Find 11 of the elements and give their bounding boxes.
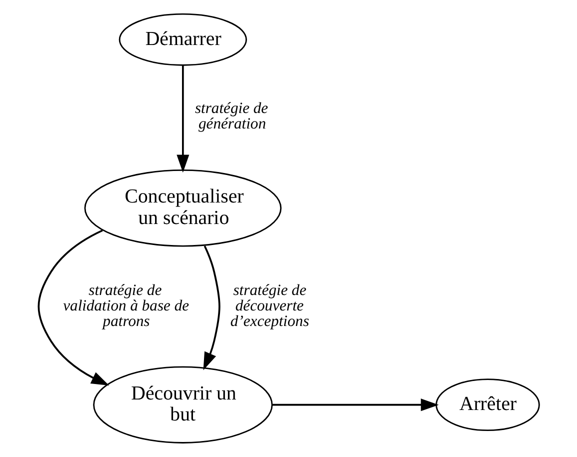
node-ellipse: Conceptualiser un scénario (84, 170, 282, 247)
arrow (202, 246, 220, 370)
arrow (272, 398, 438, 412)
node-ellipse: Arrêter (435, 378, 540, 432)
node-ellipse: Démarrer (118, 13, 246, 66)
arrow (37, 230, 109, 386)
edge-label: stratégie de découverte d’exceptions (230, 282, 309, 330)
node-ellipse: Découvrir un but (92, 366, 272, 444)
arrow (176, 65, 189, 173)
edge-label: stratégie de validation à base de patrons (62, 282, 189, 330)
edge-label: stratégie de génération (194, 100, 268, 133)
